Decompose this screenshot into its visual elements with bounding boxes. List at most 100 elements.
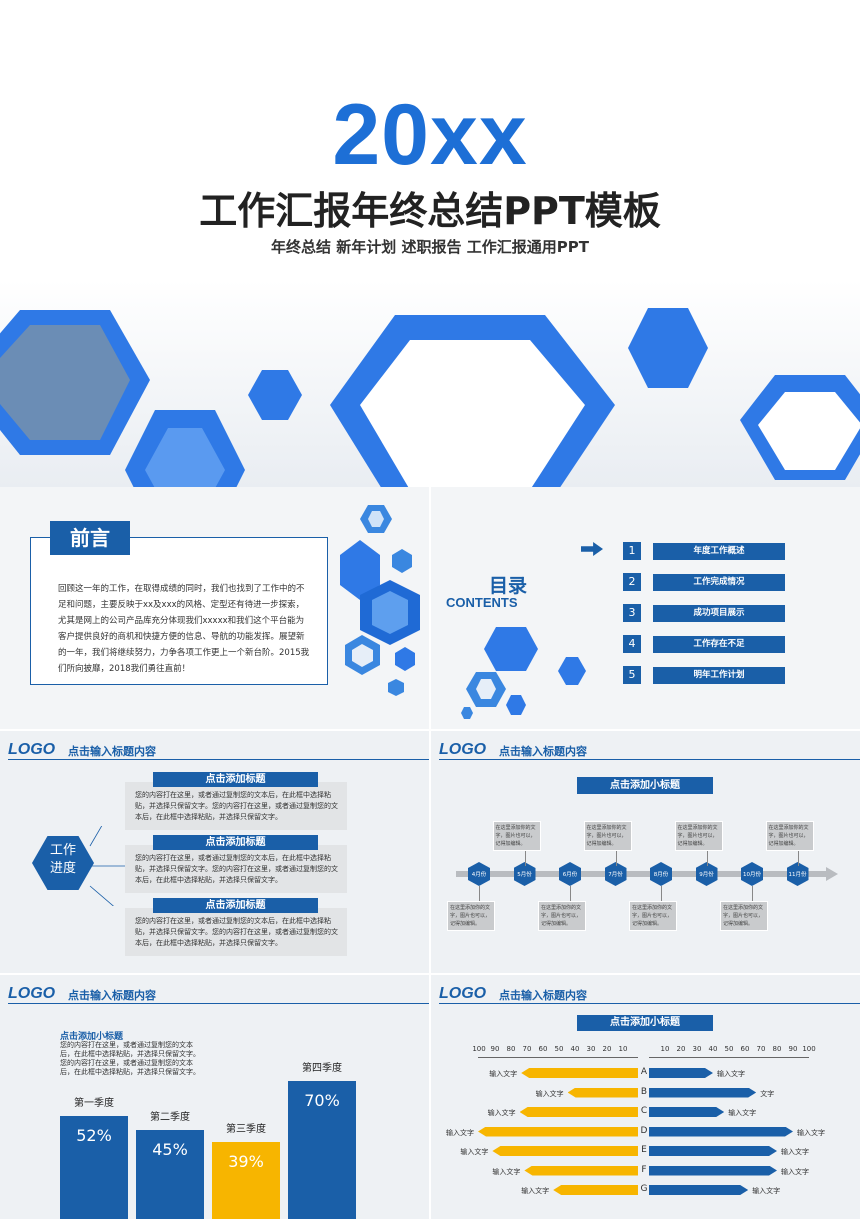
timeline-note: 在这里添加你的文字，图片也可以，记得加编辑。 <box>674 821 723 851</box>
left-bar-label: 输入文字 <box>446 1128 474 1137</box>
progress-block-bg <box>125 782 347 830</box>
axis-tick: 50 <box>724 1045 734 1053</box>
timeline-node <box>604 862 627 886</box>
axis-tick: 90 <box>490 1045 500 1053</box>
left-bar <box>492 1146 638 1156</box>
timeline-month: 11月份 <box>788 872 807 878</box>
right-bar <box>649 1088 756 1098</box>
right-bar-label: 文字 <box>760 1089 775 1098</box>
timeline-note: 在这里添加你的文字，图片也可以，记得加编辑。 <box>765 821 814 851</box>
right-bar-label: 输入文字 <box>717 1070 745 1078</box>
cover-slide: 20xx 工作汇报年终总结PPT模板 年终总结 新年计划 述职报告 工作汇报通用… <box>0 0 860 487</box>
toc-item-number: 1 <box>623 542 641 560</box>
hexagon-decoration <box>0 280 860 487</box>
category-label: B <box>640 1086 648 1097</box>
axis-tick: 40 <box>570 1045 580 1053</box>
progress-block-text: 您的内容打在这里，或者通过复制您的文本后，在此框中选择粘贴，并选择只保留文字。您… <box>135 917 338 947</box>
axis-tick: 100 <box>472 1045 486 1053</box>
right-bar <box>649 1068 713 1078</box>
cover-year: 20xx <box>332 87 528 183</box>
category-label: A <box>640 1067 648 1077</box>
toc-item-3[interactable]: 成功项目展示 <box>653 605 785 622</box>
right-bar <box>649 1166 777 1176</box>
timeline-connector <box>797 851 799 866</box>
axis-tick: 100 <box>802 1045 816 1053</box>
quarter-value: 70% <box>304 1090 340 1110</box>
left-bar <box>567 1087 638 1098</box>
chart-subtitle: 点击添加小标题 <box>60 1032 124 1042</box>
right-bar-label: 输入文字 <box>752 1187 781 1195</box>
quarter-bar <box>288 1080 356 1219</box>
logo: LOGO <box>8 985 56 1002</box>
preface-box <box>30 537 328 685</box>
left-bar-label: 输入文字 <box>489 1070 518 1078</box>
toc-item-number: 2 <box>623 573 641 591</box>
axis-tick: 30 <box>692 1045 702 1053</box>
right-bar <box>649 1146 777 1156</box>
toc-item-4[interactable]: 工作存在不足 <box>653 636 785 653</box>
progress-block-title: 点击添加标题 <box>153 835 318 850</box>
toc-subtitle: CONTENTS <box>446 595 518 610</box>
left-bar <box>519 1107 638 1117</box>
axis-tick: 90 <box>788 1045 798 1053</box>
left-bar-label: 输入文字 <box>535 1089 564 1098</box>
chart-description: 您的内容打在这里，或者通过复制您的文本后，在此框中选择粘贴，并选择只保留文字。您… <box>60 1041 200 1076</box>
heading-underline <box>439 759 860 760</box>
timeline-connector <box>661 886 662 901</box>
progress-block-bg <box>125 845 347 893</box>
timeline-node <box>513 862 536 886</box>
axis-line <box>478 1057 638 1058</box>
timeline-node <box>695 862 718 886</box>
timeline-note: 在这里添加你的文字，图片也可以，记得加编辑。 <box>720 901 768 931</box>
quarter-value: 52% <box>76 1126 112 1146</box>
preface-slide: 前言 回顾这一年的工作，在取得成绩的同时，我们也找到了工作中的不足和问题，主要反… <box>0 487 429 729</box>
heading-underline <box>439 1003 860 1004</box>
axis-tick: 10 <box>618 1045 628 1053</box>
timeline-connector <box>752 886 753 901</box>
slide-subtitle: 点击添加小标题 <box>577 1015 713 1031</box>
progress-block-title: 点击添加标题 <box>153 772 318 787</box>
axis-tick: 70 <box>756 1045 766 1053</box>
quarter-value: 45% <box>152 1139 188 1159</box>
arrow-right-icon <box>581 542 603 556</box>
quarter-bar <box>60 1116 128 1219</box>
axis-tick: 80 <box>772 1045 782 1053</box>
toc-item-1[interactable]: 年度工作概述 <box>653 543 785 560</box>
logo: LOGO <box>8 741 56 758</box>
timeline-arrowhead <box>826 867 838 881</box>
left-bar-label: 输入文字 <box>460 1148 489 1156</box>
timeline-node <box>650 862 672 886</box>
toc-hexagons <box>461 627 586 719</box>
axis-tick: 40 <box>708 1045 718 1053</box>
axis-tick: 70 <box>522 1045 532 1053</box>
left-bar-label: 输入文字 <box>487 1109 516 1117</box>
toc-item-2[interactable]: 工作完成情况 <box>653 574 785 591</box>
left-bar <box>521 1068 638 1078</box>
toc-title: 目录 <box>489 575 528 597</box>
quarter-label: 第三季度 <box>226 1123 266 1135</box>
progress-block-bg <box>125 908 347 956</box>
toc-item-5[interactable]: 明年工作计划 <box>653 667 785 684</box>
progress-label: 工作 进度 <box>49 843 76 876</box>
preface-hexagons <box>340 505 420 696</box>
quarter-label: 第二季度 <box>150 1111 190 1123</box>
timeline-node <box>741 862 763 886</box>
toc-item-number: 4 <box>623 635 641 653</box>
timeline-note: 在这里添加你的文字，图片也可以，记得加编辑。 <box>629 901 677 931</box>
progress-block-title: 点击添加标题 <box>153 898 318 913</box>
toc-slide: 目录 CONTENTS 1 年度工作概述 2 工作完成情况 3 成功项目展示 4 工作存在不足… <box>431 487 860 729</box>
left-bar <box>524 1165 638 1176</box>
cover-title: 工作汇报年终总结PPT模板 <box>199 189 661 233</box>
timeline-line <box>456 871 831 877</box>
progress-slide: LOGO 点击输入标题内容 工作 进度 点击添加标题您的内容打在这里，或者通过复… <box>0 731 429 973</box>
toc-item-number: 3 <box>623 604 641 622</box>
timeline-month: 10月份 <box>743 872 761 878</box>
left-bar-label: 输入文字 <box>521 1187 550 1195</box>
axis-line <box>649 1057 809 1058</box>
axis-tick: 80 <box>506 1045 516 1053</box>
timeline-month: 6月份 <box>562 872 578 878</box>
slide-heading: 点击输入标题内容 <box>499 989 587 1002</box>
logo: LOGO <box>439 985 487 1002</box>
